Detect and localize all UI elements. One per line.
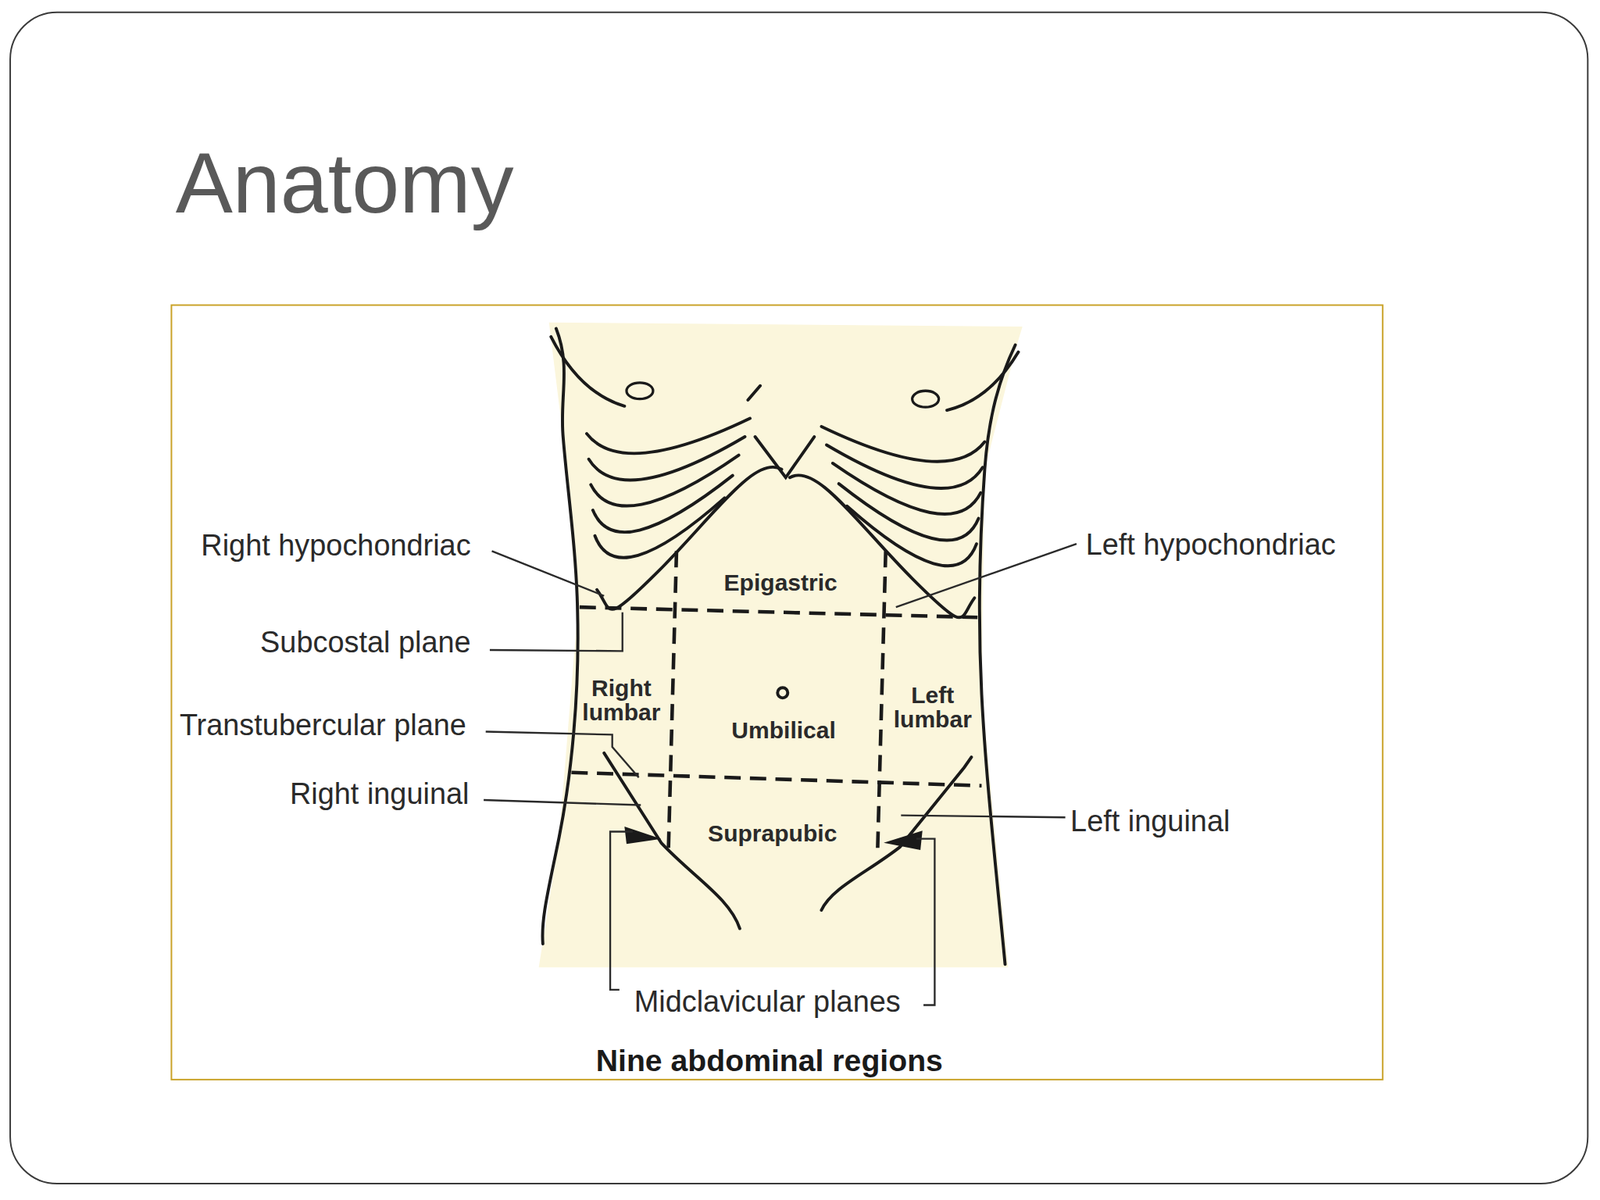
rib [832,463,981,515]
shoulder-line [550,336,625,407]
leader-line [483,800,641,806]
rib [589,436,746,480]
plane-label: Midclavicular planes [634,985,901,1019]
shoulder-line [946,352,1018,411]
umbilicus [777,687,788,698]
torso-right-edge [979,344,1016,965]
region-planes [571,550,982,852]
slide-title: Anatomy [175,134,515,234]
leader-line [896,543,1077,608]
arrow-head [624,826,661,844]
subcostal-plane-line [579,607,978,618]
rib [594,497,725,558]
region-label: Right hypochondriac [200,528,471,563]
inguinal-lines [603,753,972,929]
transtubercular-plane-line [571,772,982,786]
nipple [912,390,940,408]
region-name: Left lumbar [885,682,980,733]
leader-line [489,612,623,652]
figure-caption: Nine abdominal regions [596,1043,943,1079]
arrow-head [883,830,923,850]
torso-left-edge [542,328,578,945]
figure-frame [171,305,1383,1080]
region-label: Right inguinal [289,777,470,811]
leader-line [900,815,1065,818]
midclavicular-plane-line [877,550,886,852]
sternum-mark [747,385,761,400]
rib [839,483,979,540]
region-name: Suprapubic [707,819,837,847]
region-label: Left inguinal [1070,804,1230,839]
torso-fill [539,322,1023,968]
region-name: Epigastric [724,568,838,597]
region-name: Umbilical [731,717,836,745]
leader-line [492,550,605,596]
costal-margin [789,475,975,618]
torso-outline [542,328,1018,965]
rib [826,444,983,488]
region-name: Right lumbar [574,675,668,725]
nipple [626,382,654,400]
midclavicular-plane-line [668,550,677,852]
bracket-line [916,839,936,1006]
rib [592,475,733,533]
rib [590,455,739,507]
plane-label: Subcostal plane [260,625,472,660]
region-label: Left hypochondriac [1085,528,1336,562]
leader-lines [483,543,1077,1005]
slide-border [10,12,1588,1184]
plane-label: Transtubercular plane [179,708,467,743]
rib [846,506,977,566]
inguinal-ligament [821,757,972,911]
leader-line [485,731,640,778]
xiphoid-process [755,436,815,478]
bracket-line [610,831,633,990]
